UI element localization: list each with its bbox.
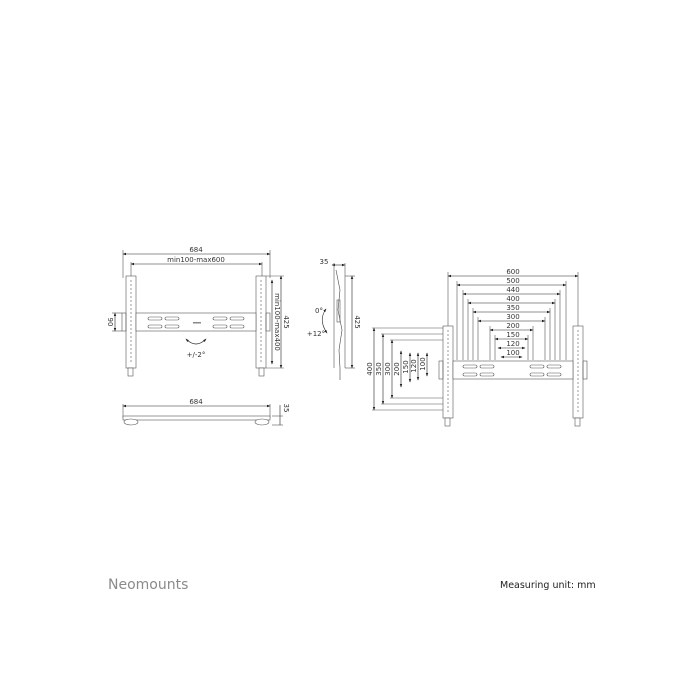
vesa-v-200: 200 bbox=[393, 362, 401, 375]
vesa-v-350: 350 bbox=[375, 362, 383, 375]
top-view bbox=[122, 404, 283, 426]
tilt-bottom-label: +12° bbox=[307, 330, 325, 338]
level-adjust-label: +/-2° bbox=[187, 351, 206, 359]
top-depth-label: 35 bbox=[282, 404, 290, 413]
vesa-h-150: 150 bbox=[506, 331, 519, 339]
vesa-h-300: 300 bbox=[506, 313, 519, 321]
vesa-h-500: 500 bbox=[506, 277, 519, 285]
measuring-unit-label: Measuring unit: mm bbox=[500, 580, 596, 591]
top-width-label: 684 bbox=[189, 398, 203, 406]
vesa-h-100: 100 bbox=[506, 349, 519, 357]
side-height-label: 425 bbox=[353, 315, 361, 328]
rail-height-label: 90 bbox=[106, 318, 114, 327]
vesa-h-200: 200 bbox=[506, 322, 519, 330]
vesa-v-120: 120 bbox=[410, 359, 418, 372]
front-view bbox=[112, 250, 284, 377]
vesa-h-600: 600 bbox=[506, 268, 519, 276]
vesa-h-400: 400 bbox=[506, 295, 519, 303]
vesa-h-120: 120 bbox=[506, 340, 519, 348]
vesa-v-100: 100 bbox=[419, 357, 427, 370]
front-vertical-span-label: min100-max400 bbox=[273, 293, 281, 351]
tilt-top-label: 0° bbox=[315, 307, 323, 315]
vesa-h-440: 440 bbox=[506, 286, 519, 294]
vesa-v-300: 300 bbox=[384, 362, 392, 375]
vesa-v-150: 150 bbox=[402, 360, 410, 373]
vesa-h-350: 350 bbox=[506, 304, 519, 312]
front-height-label: 425 bbox=[282, 315, 290, 328]
brand-logo: Neomounts bbox=[108, 577, 189, 593]
vesa-v-400: 400 bbox=[366, 362, 374, 375]
front-width-label: 684 bbox=[189, 246, 203, 254]
front-hole-span-label: min100-max600 bbox=[167, 256, 225, 264]
side-view bbox=[321, 263, 355, 380]
vesa-view bbox=[372, 272, 588, 427]
side-depth-label: 35 bbox=[320, 258, 329, 266]
